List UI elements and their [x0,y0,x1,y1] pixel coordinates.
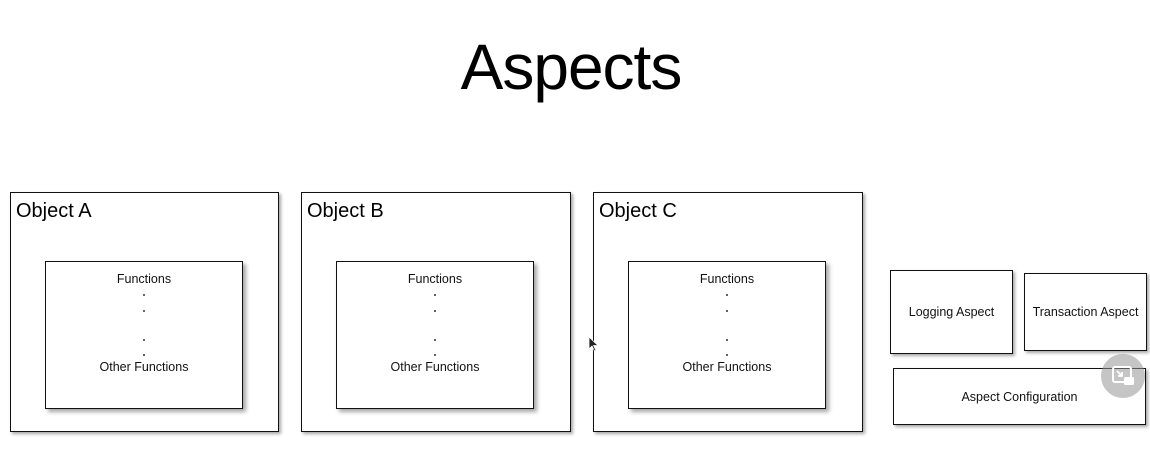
object-b-box: Object B Functions Other Functions [301,192,571,432]
object-a-functions-box: Functions Other Functions [45,261,243,409]
other-functions-label: Other Functions [99,360,189,374]
object-c-title: Object C [599,200,677,222]
slide-title: Aspects [460,31,683,103]
ellipsis-dot [434,339,436,341]
object-b-functions-box: Functions Other Functions [336,261,534,409]
logging-aspect-box: Logging Aspect [890,270,1013,354]
picture-in-picture-button[interactable] [1101,354,1145,398]
functions-label: Functions [699,272,755,286]
ellipsis-dot [726,354,728,356]
ellipsis-dot [726,339,728,341]
transaction-aspect-label: Transaction Aspect [1032,305,1139,319]
ellipsis-dot [143,354,145,356]
ellipsis-dot [434,354,436,356]
ellipsis-dot [434,310,436,312]
object-c-box: Object C Functions Other Functions [593,192,863,432]
object-c-functions-box: Functions Other Functions [628,261,826,409]
object-a-title: Object A [16,200,92,222]
other-functions-label: Other Functions [390,360,480,374]
picture-in-picture-icon [1112,366,1134,385]
transaction-aspect-box: Transaction Aspect [1024,273,1147,351]
ellipsis-dot [143,310,145,312]
ellipsis-dot [434,294,436,296]
ellipsis-dot [143,294,145,296]
ellipsis-dot [726,294,728,296]
functions-label: Functions [407,272,463,286]
functions-label: Functions [116,272,172,286]
ellipsis-dot [143,339,145,341]
logging-aspect-label: Logging Aspect [908,305,995,319]
ellipsis-dot [726,310,728,312]
aspect-configuration-label: Aspect Configuration [961,389,1078,404]
object-a-box: Object A Functions Other Functions [10,192,279,432]
other-functions-label: Other Functions [682,360,772,374]
mouse-cursor-icon [588,336,600,352]
object-b-title: Object B [307,200,384,222]
